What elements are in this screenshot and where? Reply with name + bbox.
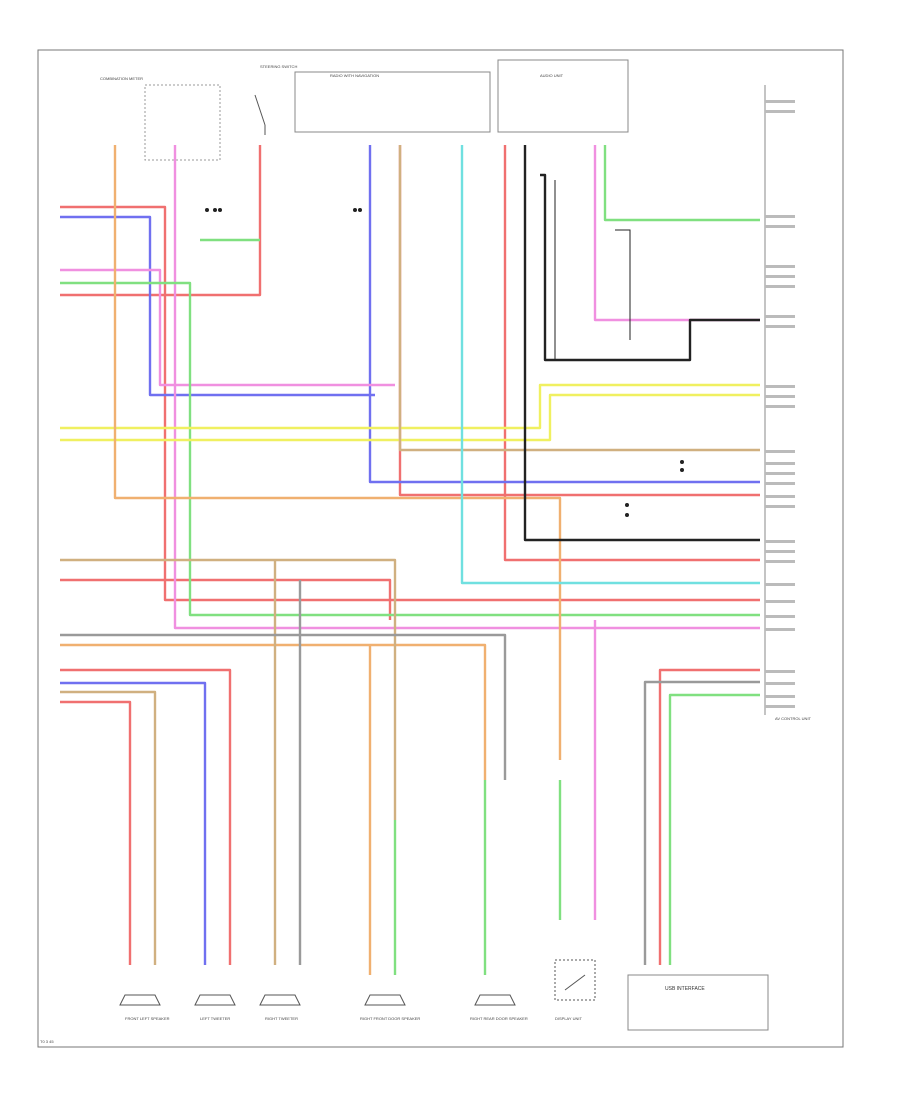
- wire-yellow-b: [60, 393, 760, 442]
- wire-pink-c: [593, 145, 760, 322]
- wire-cyan: [460, 145, 760, 585]
- wire-tan-d: [398, 145, 760, 452]
- wire-green-c: [668, 693, 760, 965]
- switch-symbol: [254, 94, 266, 135]
- steering-switch-label: STEERING SWITCH: [260, 64, 297, 69]
- wire-gray-b: [643, 680, 760, 965]
- wire-pink-b: [173, 145, 760, 630]
- wire-gray-a: [60, 633, 507, 780]
- speaker-symbols: [119, 994, 516, 1006]
- wire-orange-b: [60, 643, 487, 780]
- audio-unit-connector-box: [294, 71, 491, 133]
- ground-symbol-group: [205, 208, 684, 517]
- combination-meter-label: COMBINATION METER: [100, 76, 143, 81]
- wire-blue-c: [60, 681, 207, 965]
- wire-green-b: [603, 145, 760, 222]
- wire-red-d: [60, 668, 232, 965]
- wire-tan-b: [60, 690, 157, 965]
- wire-red-a: [60, 205, 760, 602]
- wire-green-a: [60, 281, 760, 617]
- wire-red-c: [60, 578, 392, 620]
- left-tweeter-label: LEFT TWEETER: [200, 1016, 230, 1021]
- diagram-frame: [37, 49, 844, 1048]
- bottom-switch: [554, 959, 596, 1001]
- wire-blue-b: [368, 145, 760, 484]
- wire-pink-a: [60, 268, 395, 387]
- audio-unit-label: AUDIO UNIT: [540, 73, 564, 78]
- wire-blue-a: [60, 215, 375, 397]
- right-tweeter-label: RIGHT TWEETER: [265, 1016, 298, 1021]
- wire-red-b: [60, 145, 262, 297]
- usb-interface-label: USB INTERFACE: [665, 986, 705, 992]
- label-ticks: [765, 100, 795, 708]
- combination-meter-box: [144, 84, 221, 161]
- wire-yellow-a: [60, 383, 760, 430]
- wire-orange-a: [113, 145, 562, 760]
- footer-code: T0 3 45: [40, 1039, 54, 1044]
- wire-red-g: [503, 145, 760, 562]
- usb-interface-box: [627, 974, 769, 1031]
- radio-unit-label: RADIO WITH NAVIGATION: [330, 73, 379, 78]
- wire-tan-a: [60, 558, 397, 820]
- right-front-door-speaker-label: RIGHT FRONT DOOR SPEAKER: [360, 1016, 420, 1021]
- wire-black-b: [540, 173, 760, 362]
- audio-unit-box: [497, 59, 629, 133]
- wire-red-h: [658, 668, 760, 965]
- wire-black-d: [615, 229, 631, 340]
- front-left-speaker-label: FRONT LEFT SPEAKER: [125, 1016, 170, 1021]
- av-control-unit-label: AV CONTROL UNIT: [775, 716, 812, 721]
- wire-red-e: [60, 700, 132, 965]
- wire-black-a: [523, 145, 760, 542]
- right-rear-door-speaker-label: RIGHT REAR DOOR SPEAKER: [470, 1016, 528, 1021]
- display-unit-label: DISPLAY UNIT: [555, 1016, 583, 1021]
